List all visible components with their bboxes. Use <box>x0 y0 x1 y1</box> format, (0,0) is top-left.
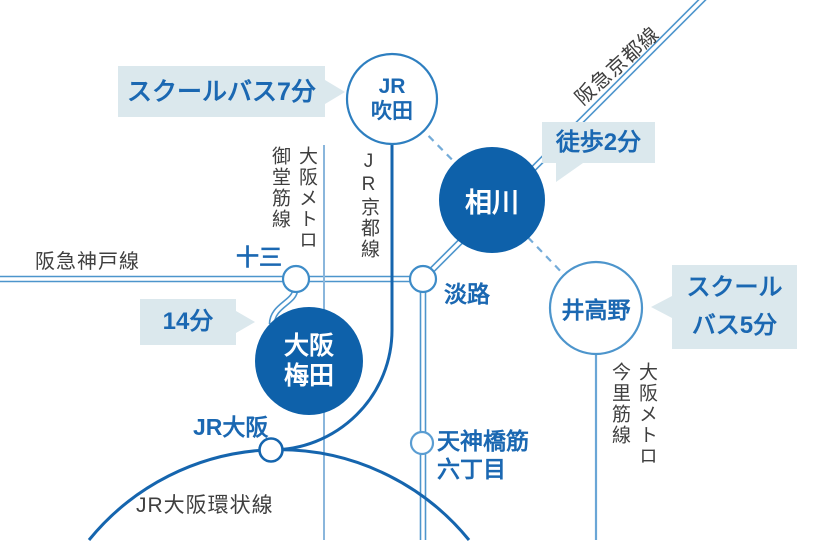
callout-walk-2min-text: 徒歩2分 <box>555 128 642 156</box>
station-label-jr-suita: JR 吹田 <box>371 75 413 123</box>
callout-school-bus-7min: スクールバス7分 <box>118 66 345 117</box>
callout-pointer-left-icon <box>651 296 672 318</box>
station-label-awaji: 淡路 <box>444 281 490 307</box>
line-label-imazato: 大阪メトロ 今里筋線 <box>609 362 657 467</box>
line-label-jr-kyoto: JR京都線 <box>358 151 379 260</box>
station-circle-aikawa <box>439 147 545 253</box>
station-circle-tenjimbashisuji <box>409 430 435 456</box>
station-label-jr-osaka: JR大阪 <box>193 414 269 440</box>
callout-14min-text: 14分 <box>162 308 214 335</box>
callout-walk-2min: 徒歩2分 <box>542 122 655 182</box>
callout-school-bus-5min-text: スクール バス5分 <box>686 274 783 339</box>
callout-school-bus-5min: スクール バス5分 <box>651 265 797 349</box>
station-circle-jr-suita <box>345 52 439 146</box>
line-jr-kyoto <box>270 99 394 452</box>
station-circle-awaji <box>408 264 438 294</box>
station-label-osaka-umeda: 大阪 梅田 <box>283 332 334 390</box>
station-label-itakano: 井高野 <box>561 297 631 323</box>
station-circle-jr-osaka <box>258 437 284 463</box>
callout-school-bus-7min-text: スクールバス7分 <box>127 77 316 106</box>
station-circle-osaka-umeda <box>255 307 363 415</box>
callout-pointer-downleft-icon <box>556 163 583 182</box>
line-label-jr-osaka-loop: JR大阪環状線 <box>136 494 274 517</box>
line-label-midosuji: 大阪メトロ 御堂筋線 <box>269 146 317 251</box>
callout-pointer-right-icon <box>236 311 255 333</box>
station-circle-juso <box>281 264 311 294</box>
line-label-hankyu-kobe: 阪急神戸線 <box>35 251 140 273</box>
callout-14min: 14分 <box>140 299 255 345</box>
station-label-aikawa: 相川 <box>465 187 519 218</box>
station-label-juso: 十三 <box>236 244 282 270</box>
station-label-tenjimbashisuji: 天神橋筋 六丁目 <box>437 428 529 482</box>
station-circle-itakano <box>548 260 644 356</box>
callout-pointer-right-icon <box>325 79 345 104</box>
